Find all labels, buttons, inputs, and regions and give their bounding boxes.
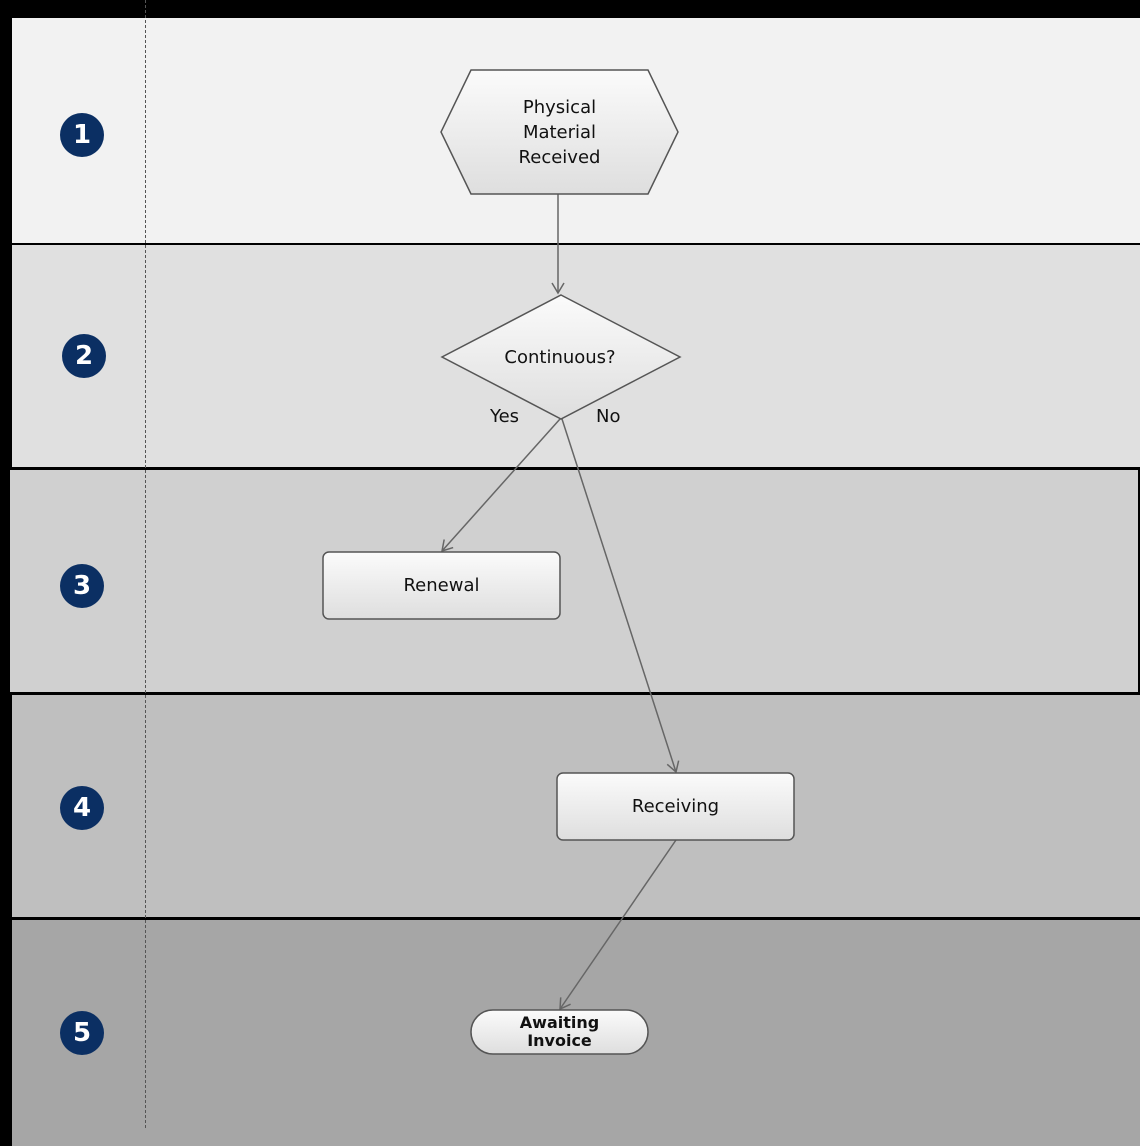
no-label: No [596,406,621,427]
receiving-label: Receiving [631,796,720,817]
arrow-no-to-receiving [561,418,680,774]
arrow-receiving-to-end [559,839,677,1011]
decision-label: Continuous? [504,346,616,368]
start-label: Physical Material Received [518,96,601,168]
yes-label: Yes [490,406,520,427]
renewal-label: Renewal [403,575,480,596]
step-5-badge: 5 [60,1011,104,1055]
decision-diamond [440,294,682,420]
lane-divider [145,0,146,1128]
start-hexagon [440,69,679,195]
step-2-badge: 2 [62,334,106,378]
step-3-badge: 3 [60,564,104,608]
step-4-badge: 4 [60,786,104,830]
renewal-box [322,551,561,620]
receiving-box [556,772,795,841]
end-terminator [470,1009,649,1055]
lane-3 [10,470,1138,692]
end-label: Awaiting Invoice [519,1013,600,1050]
arrow-yes-to-renewal [441,418,561,553]
step-1-badge: 1 [60,113,104,157]
